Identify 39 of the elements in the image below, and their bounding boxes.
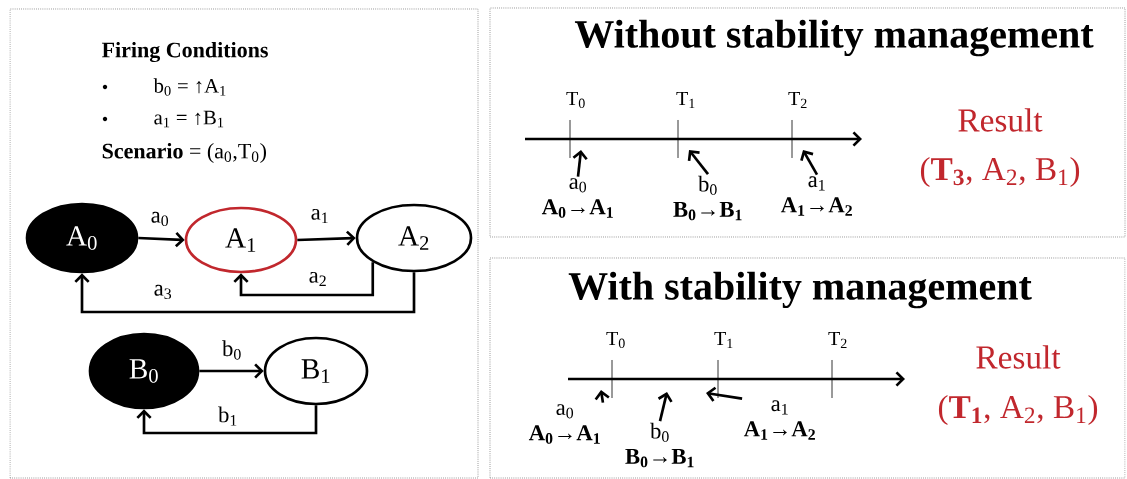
tick-label: T$_{1}$ bbox=[714, 332, 733, 348]
event-label: b$_{0}$ B$_{0}$→B$_{1}$ bbox=[673, 175, 742, 221]
panel-title: Without stability management bbox=[574, 19, 1094, 57]
tick-label: T$_{1}$ bbox=[676, 92, 695, 108]
list-item: a$_{1}$ = ↑B$_{1}$ bbox=[154, 110, 224, 128]
tick-label: T$_{0}$ bbox=[606, 331, 625, 349]
arrow bbox=[233, 262, 375, 297]
edge-label: a$_{0}$ bbox=[149, 210, 171, 228]
edge-label: b$_{0}$ bbox=[220, 339, 244, 361]
arrow bbox=[706, 386, 743, 402]
arrow bbox=[74, 272, 416, 314]
event-label: b$_{0}$ B$_{0}$→B$_{1}$ bbox=[625, 422, 694, 468]
arrow bbox=[136, 405, 318, 435]
result-text: Result bbox=[958, 108, 1043, 132]
arrow bbox=[297, 230, 356, 246]
arrow bbox=[572, 150, 588, 177]
result-text: Result bbox=[976, 345, 1061, 369]
event-label: a$_{0}$ A$_{0}$→A$_{1}$ bbox=[541, 178, 613, 218]
arrow bbox=[138, 232, 185, 248]
arrow bbox=[800, 150, 819, 176]
arrow bbox=[687, 150, 710, 175]
tick-label: T$_{2}$ bbox=[828, 332, 847, 348]
panel-title: With stability management bbox=[568, 271, 1032, 309]
result-text: (T$_{3}$, A$_{2}$, B$_{1}$) bbox=[920, 156, 1080, 188]
edge-label: a$_{1}$ bbox=[309, 207, 331, 225]
tick-label: T$_{0}$ bbox=[566, 91, 585, 109]
event-label: a$_{0}$ A$_{0}$→A$_{1}$ bbox=[528, 404, 600, 444]
arrow bbox=[199, 363, 264, 379]
arrow bbox=[657, 392, 673, 422]
tick-label: T$_{2}$ bbox=[788, 92, 807, 108]
heading: Firing Conditions bbox=[102, 41, 268, 63]
edge-label: a$_{2}$ bbox=[307, 270, 329, 288]
result-text: (T$_{1}$, A$_{2}$, B$_{1}$) bbox=[938, 394, 1098, 426]
list-item: Scenario = (a$_{0}$,T$_{0}$) bbox=[102, 143, 266, 163]
event-label: a$_{1}$ A$_{1}$→A$_{2}$ bbox=[780, 176, 852, 216]
list-item: b$_{0}$ = ↑A$_{1}$ bbox=[153, 78, 226, 96]
edge-label: a$_{3}$ bbox=[152, 283, 174, 301]
edge-label: b$_{1}$ bbox=[216, 405, 240, 427]
event-label: a$_{1}$ A$_{1}$→A$_{2}$ bbox=[743, 400, 815, 440]
